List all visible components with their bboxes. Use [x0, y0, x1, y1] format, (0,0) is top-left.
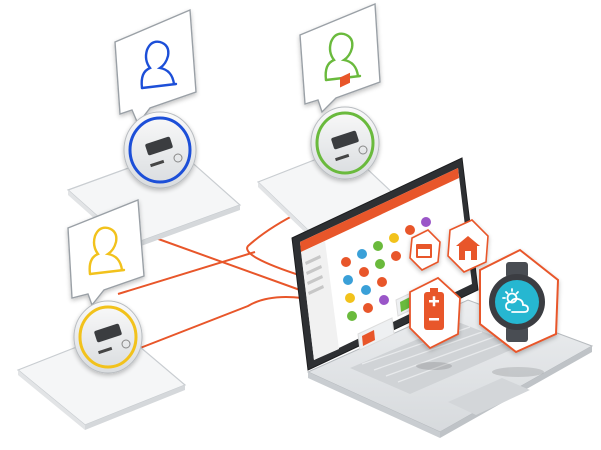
user-bubble-green [299, 2, 381, 114]
app-tiles [341, 217, 431, 321]
connection-lines [117, 211, 303, 351]
smart-meter-green [310, 106, 380, 180]
smart-meter-yellow [73, 300, 143, 374]
smartwatch [489, 262, 545, 342]
home-icon [456, 236, 480, 260]
cloud-sun-icon [502, 288, 529, 313]
user-silhouette-icon [140, 40, 178, 90]
connection-mid [117, 251, 256, 295]
battery-icon [424, 288, 444, 330]
app-tile-grid [340, 72, 350, 88]
laptop-trackpad [448, 378, 530, 415]
app-header [300, 168, 459, 252]
calendar-icon [416, 244, 432, 258]
user-silhouette-icon [88, 226, 126, 276]
connection-yellow [134, 296, 303, 351]
calendar-hex [409, 229, 441, 271]
user-bubble-yellow [67, 198, 145, 307]
smart-meter-blue [123, 111, 197, 189]
user-bubble-blue [114, 8, 197, 126]
connection-green [246, 211, 303, 277]
home-hex [447, 219, 489, 273]
battery-hex [409, 276, 461, 350]
hex-shadows [416, 362, 544, 377]
connection-blue [149, 235, 301, 291]
laptop-screen [300, 168, 472, 360]
smartwatch-hex [479, 248, 560, 354]
platform-yellow [16, 329, 187, 430]
